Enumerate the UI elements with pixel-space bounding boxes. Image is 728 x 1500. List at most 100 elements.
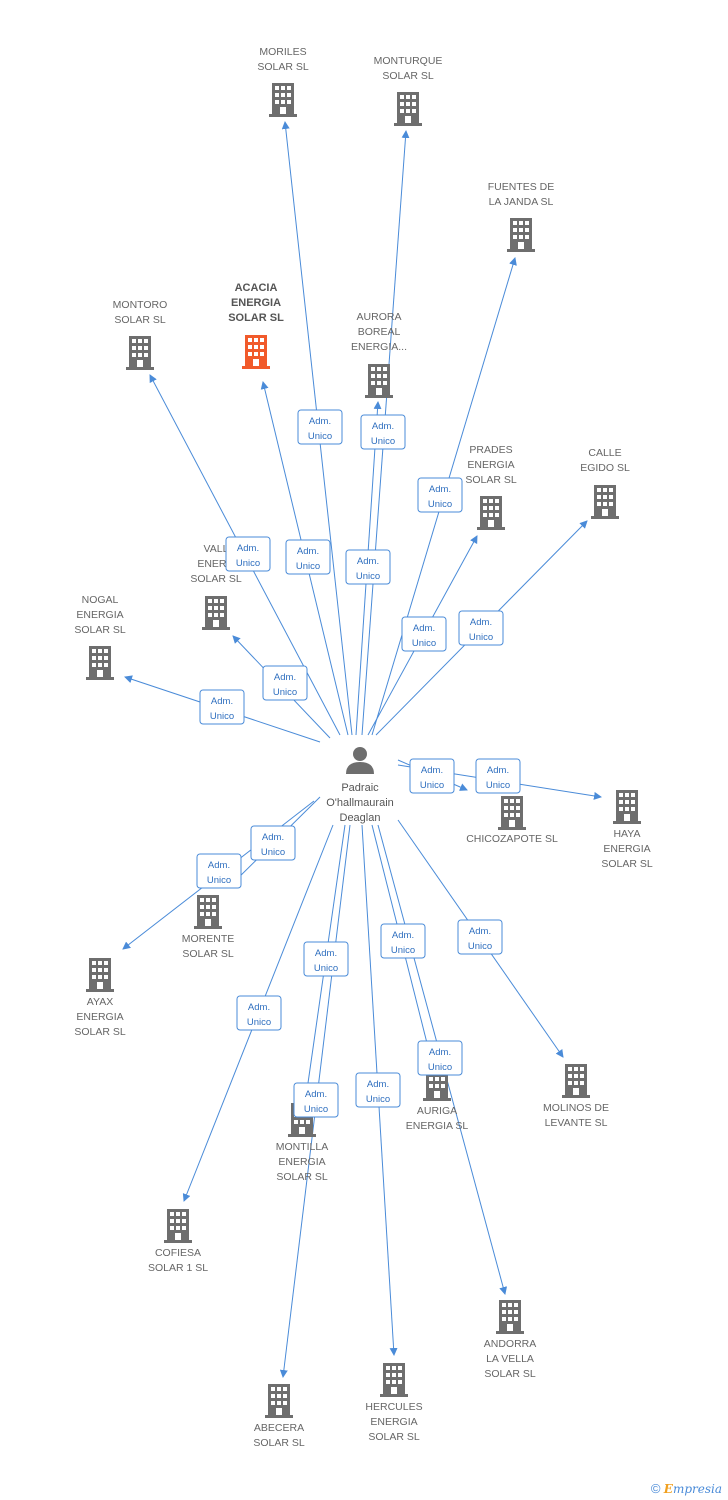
company-name-line: MORENTE	[182, 933, 235, 945]
edge-role-label: Adm.	[309, 416, 331, 427]
edge-label-abecera[interactable]: Adm. Unico	[293, 1082, 339, 1118]
edge-role-sublabel: Unico	[486, 780, 510, 791]
edge-role-label: Adm.	[315, 948, 337, 959]
edge-role-sublabel: Unico	[356, 571, 380, 582]
edge-label-valle[interactable]: Adm.Unico	[262, 665, 308, 701]
company-name-line: LA VELLA	[486, 1353, 534, 1365]
edge-label-acacia[interactable]: Adm.Unico	[285, 539, 331, 575]
edge-label-montilla[interactable]: Adm.Unico	[303, 941, 349, 977]
company-node-montoro[interactable]: MONTORO SOLAR SL	[113, 299, 168, 370]
company-name-line: ANDORRA	[484, 1338, 537, 1350]
edge-role-label: Adm.	[305, 1089, 327, 1100]
edge-role-sublabel: Unico	[296, 561, 320, 572]
company-name-line: ENERGIA	[603, 843, 650, 855]
edge-label-cofiesa[interactable]: Adm.Unico	[236, 995, 282, 1031]
building-icon	[126, 336, 154, 370]
company-name-line: ENERGIA	[76, 609, 123, 621]
company-name-line: CALLE	[588, 447, 621, 459]
company-name-line: MONTILLA	[276, 1141, 329, 1153]
edge-label-ayax[interactable]: Adm.Unico	[196, 853, 242, 889]
building-icon	[164, 1209, 192, 1243]
company-name-line: SOLAR 1 SL	[148, 1262, 208, 1274]
edge-label-chicozapote[interactable]: Adm.Unico	[409, 758, 455, 794]
company-name-line: LEVANTE SL	[545, 1117, 608, 1129]
edge-label-aurora-boreal[interactable]: Adm.Unico	[345, 549, 391, 585]
building-icon	[269, 83, 297, 117]
company-name-line: SOLAR SL	[74, 1026, 126, 1038]
edge-role-label: Adm.	[413, 623, 435, 634]
company-name-line: SOLAR SL	[276, 1171, 328, 1183]
edge-role-sublabel: Unico	[469, 632, 493, 643]
company-name-line: ENERGIA	[467, 459, 514, 471]
company-name-line: SOLAR SL	[190, 573, 242, 585]
edge-label-andorra-la-vella[interactable]: Adm.Unico	[417, 1040, 463, 1076]
edge-role-sublabel: Unico	[247, 1017, 271, 1028]
footer-brand[interactable]: © Empresia	[651, 1481, 722, 1496]
edge-label-auriga[interactable]: Adm.Unico	[380, 923, 426, 959]
company-name-line: EGIDO SL	[580, 462, 630, 474]
edge-label-nogal[interactable]: Adm.Unico	[199, 689, 245, 725]
edge-role-sublabel: Unico	[428, 499, 452, 510]
edge-role-label: Adm.	[372, 421, 394, 432]
edge-label-prades[interactable]: Adm.Unico	[401, 616, 447, 652]
company-name-line: MOLINOS DE	[543, 1102, 609, 1114]
building-icon	[394, 92, 422, 126]
edge-role-label: Adm.	[429, 484, 451, 495]
company-name-line: NOGAL	[82, 594, 119, 606]
edge-role-sublabel: Unico	[468, 941, 492, 952]
edge-label-morente[interactable]: Adm.Unico	[250, 825, 296, 861]
company-name-line: FUENTES DE	[488, 181, 555, 193]
edge-role-sublabel: Unico	[391, 945, 415, 956]
company-name-line: SOLAR SL	[114, 314, 166, 326]
brand-logo: Empresia	[663, 1482, 722, 1496]
edge-label-monturque[interactable]: Adm. Unico	[360, 414, 406, 450]
company-name-line: SOLAR SL	[465, 474, 517, 486]
edge-role-sublabel: Unico	[420, 780, 444, 791]
edge-label-fuentes-de-la-janda[interactable]: Adm. Unico	[417, 477, 463, 513]
company-node-chicozapote[interactable]: CHICOZAPOTE SL	[466, 796, 558, 845]
company-node-calle-egido[interactable]: CALLE EGIDO SL	[580, 447, 630, 519]
edge-label-haya[interactable]: Adm.Unico	[475, 758, 521, 794]
company-name-line: SOLAR SL	[253, 1437, 305, 1449]
edge-label-montoro[interactable]: Adm.Unico	[225, 536, 271, 572]
company-name-line: ENERGIA SL	[406, 1120, 469, 1132]
building-icon	[477, 496, 505, 530]
company-name-line: AYAX	[87, 996, 113, 1008]
building-icon	[507, 218, 535, 252]
company-node-molinos-de-levante[interactable]: MOLINOS DE LEVANTE SL	[543, 1064, 609, 1129]
edge-label-hercules[interactable]: Adm.Unico	[355, 1072, 401, 1108]
company-name-line: MONTORO	[113, 299, 168, 311]
edge-label-moriles[interactable]: Adm.Unico	[297, 409, 343, 445]
edge-role-label: Adm.	[262, 832, 284, 843]
building-icon	[242, 335, 270, 369]
company-node-aurora-boreal[interactable]: AURORABOREALENERGIA...	[351, 311, 407, 398]
company-name-line: ENERGIA	[231, 297, 281, 309]
edge-role-sublabel: Unico	[371, 436, 395, 447]
edge-label-calle-egido[interactable]: Adm.Unico	[458, 610, 504, 646]
building-icon	[86, 958, 114, 992]
company-name-line: MONTURQUE	[374, 55, 443, 67]
edge-role-sublabel: Unico	[304, 1104, 328, 1115]
edge-role-label: Adm.	[211, 696, 233, 707]
edge-label-molinos-de-levante[interactable]: Adm.Unico	[457, 919, 503, 955]
edge-role-sublabel: Unico	[207, 875, 231, 886]
edge-role-sublabel: Unico	[366, 1094, 390, 1105]
